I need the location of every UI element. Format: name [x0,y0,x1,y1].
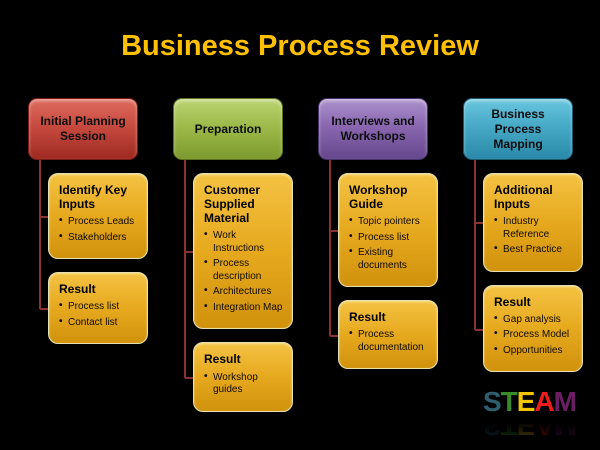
stage-header-process-mapping: Business Process Mapping [463,98,573,160]
bullet-item: Stakeholders [59,231,141,245]
logo-letter-reflection: M [553,410,576,441]
bullet-item: Process Model [494,329,576,342]
branch: Result Workshop guides [184,329,293,412]
branches: Customer Supplied Material Work Instruct… [184,159,293,412]
bullet-item: Process list [349,231,431,245]
bullet-item: Topic pointers [349,215,431,229]
bullet-item: Integration Map [204,301,286,315]
box-heading: Result [494,294,531,309]
bullet-list: Industry Reference Best Practice [494,215,576,257]
bullet-list: Process list Contact list [59,301,141,329]
stage-header-initial-planning: Initial Planning Session [28,98,138,160]
bullet-item: Process description [204,257,286,283]
result-box: Result Workshop guides [193,342,293,412]
bullet-item: Work Instructions [204,229,286,255]
column-initial-planning: Initial Planning Session Identify Key In… [28,98,148,412]
stage-header-preparation: Preparation [173,98,283,160]
process-box: Workshop Guide Topic pointers Process li… [338,173,438,288]
logo-letter: S [482,386,502,417]
logo-letter-reflection: E [516,410,535,441]
box-heading: Workshop Guide [349,183,408,212]
column-preparation: Preparation Customer Supplied Material W… [173,98,293,412]
result-box: Result Process list Contact list [48,272,148,345]
bullet-item: Existing documents [349,246,431,272]
bullet-item: Process Leads [59,215,141,229]
branches: Workshop Guide Topic pointers Process li… [329,159,438,370]
logo-letter: E [516,386,536,417]
box-heading: Result [204,352,241,367]
bullet-item: Contact list [59,316,141,330]
bullet-list: Topic pointers Process list Existing doc… [349,215,431,272]
logo-letter: A [534,386,554,417]
bullet-list: Work Instructions Process description Ar… [204,229,286,315]
bullet-item: Industry Reference [494,215,576,241]
bullet-item: Process documentation [349,328,431,354]
box-heading: Additional Inputs [494,183,553,212]
bullet-item: Opportunities [494,344,576,358]
bullet-list: Workshop guides [204,371,286,397]
process-box: Identify Key Inputs Process Leads Stakeh… [48,173,148,260]
bullet-list: Process Leads Stakeholders [59,215,141,245]
branch: Customer Supplied Material Work Instruct… [184,159,293,343]
bullet-list: Gap analysis Process Model Opportunities [494,313,576,358]
steam-logo-reflection: STEAM [482,410,576,441]
branch: Result Gap analysis Process Model Opport… [474,271,583,373]
logo-letter-reflection: T [500,410,517,441]
column-process-mapping: Business Process Mapping Additional Inpu… [463,98,583,412]
logo-letter-reflection: S [482,410,501,441]
branches: Identify Key Inputs Process Leads Stakeh… [39,159,148,345]
bullet-item: Process list [59,301,141,314]
branch: Additional Inputs Industry Reference Bes… [474,160,583,285]
columns-row: Initial Planning Session Identify Key In… [28,98,583,412]
result-box: Result Gap analysis Process Model Opport… [483,284,583,373]
column-interviews-workshops: Interviews and Workshops Workshop Guide … [318,98,438,412]
box-heading: Result [59,282,96,297]
branch: Result Process documentation [329,287,438,370]
bullet-item: Workshop guides [204,371,286,397]
box-heading: Result [349,310,386,325]
slide-title: Business Process Review [121,30,479,62]
steam-logo: STEAM STEAM [482,386,577,442]
branches: Additional Inputs Industry Reference Bes… [474,160,583,373]
logo-letter-reflection: A [534,410,554,441]
bullet-item: Best Practice [494,243,576,257]
box-heading: Identify Key Inputs [59,183,128,212]
steam-logo-text: STEAM [482,386,577,417]
branch: Workshop Guide Topic pointers Process li… [329,159,438,301]
logo-letter: M [553,386,577,417]
stage-header-interviews-workshops: Interviews and Workshops [318,98,428,160]
logo-letter: T [500,386,518,417]
branch: Identify Key Inputs Process Leads Stakeh… [39,159,148,273]
result-box: Result Process documentation [338,300,438,370]
process-box: Customer Supplied Material Work Instruct… [193,173,293,330]
bullet-item: Gap analysis [494,313,576,327]
process-box: Additional Inputs Industry Reference Bes… [483,173,583,272]
branch: Result Process list Contact list [39,259,148,345]
bullet-item: Architectures [204,286,286,299]
bullet-list: Process documentation [349,328,431,354]
box-heading: Customer Supplied Material [204,183,261,226]
